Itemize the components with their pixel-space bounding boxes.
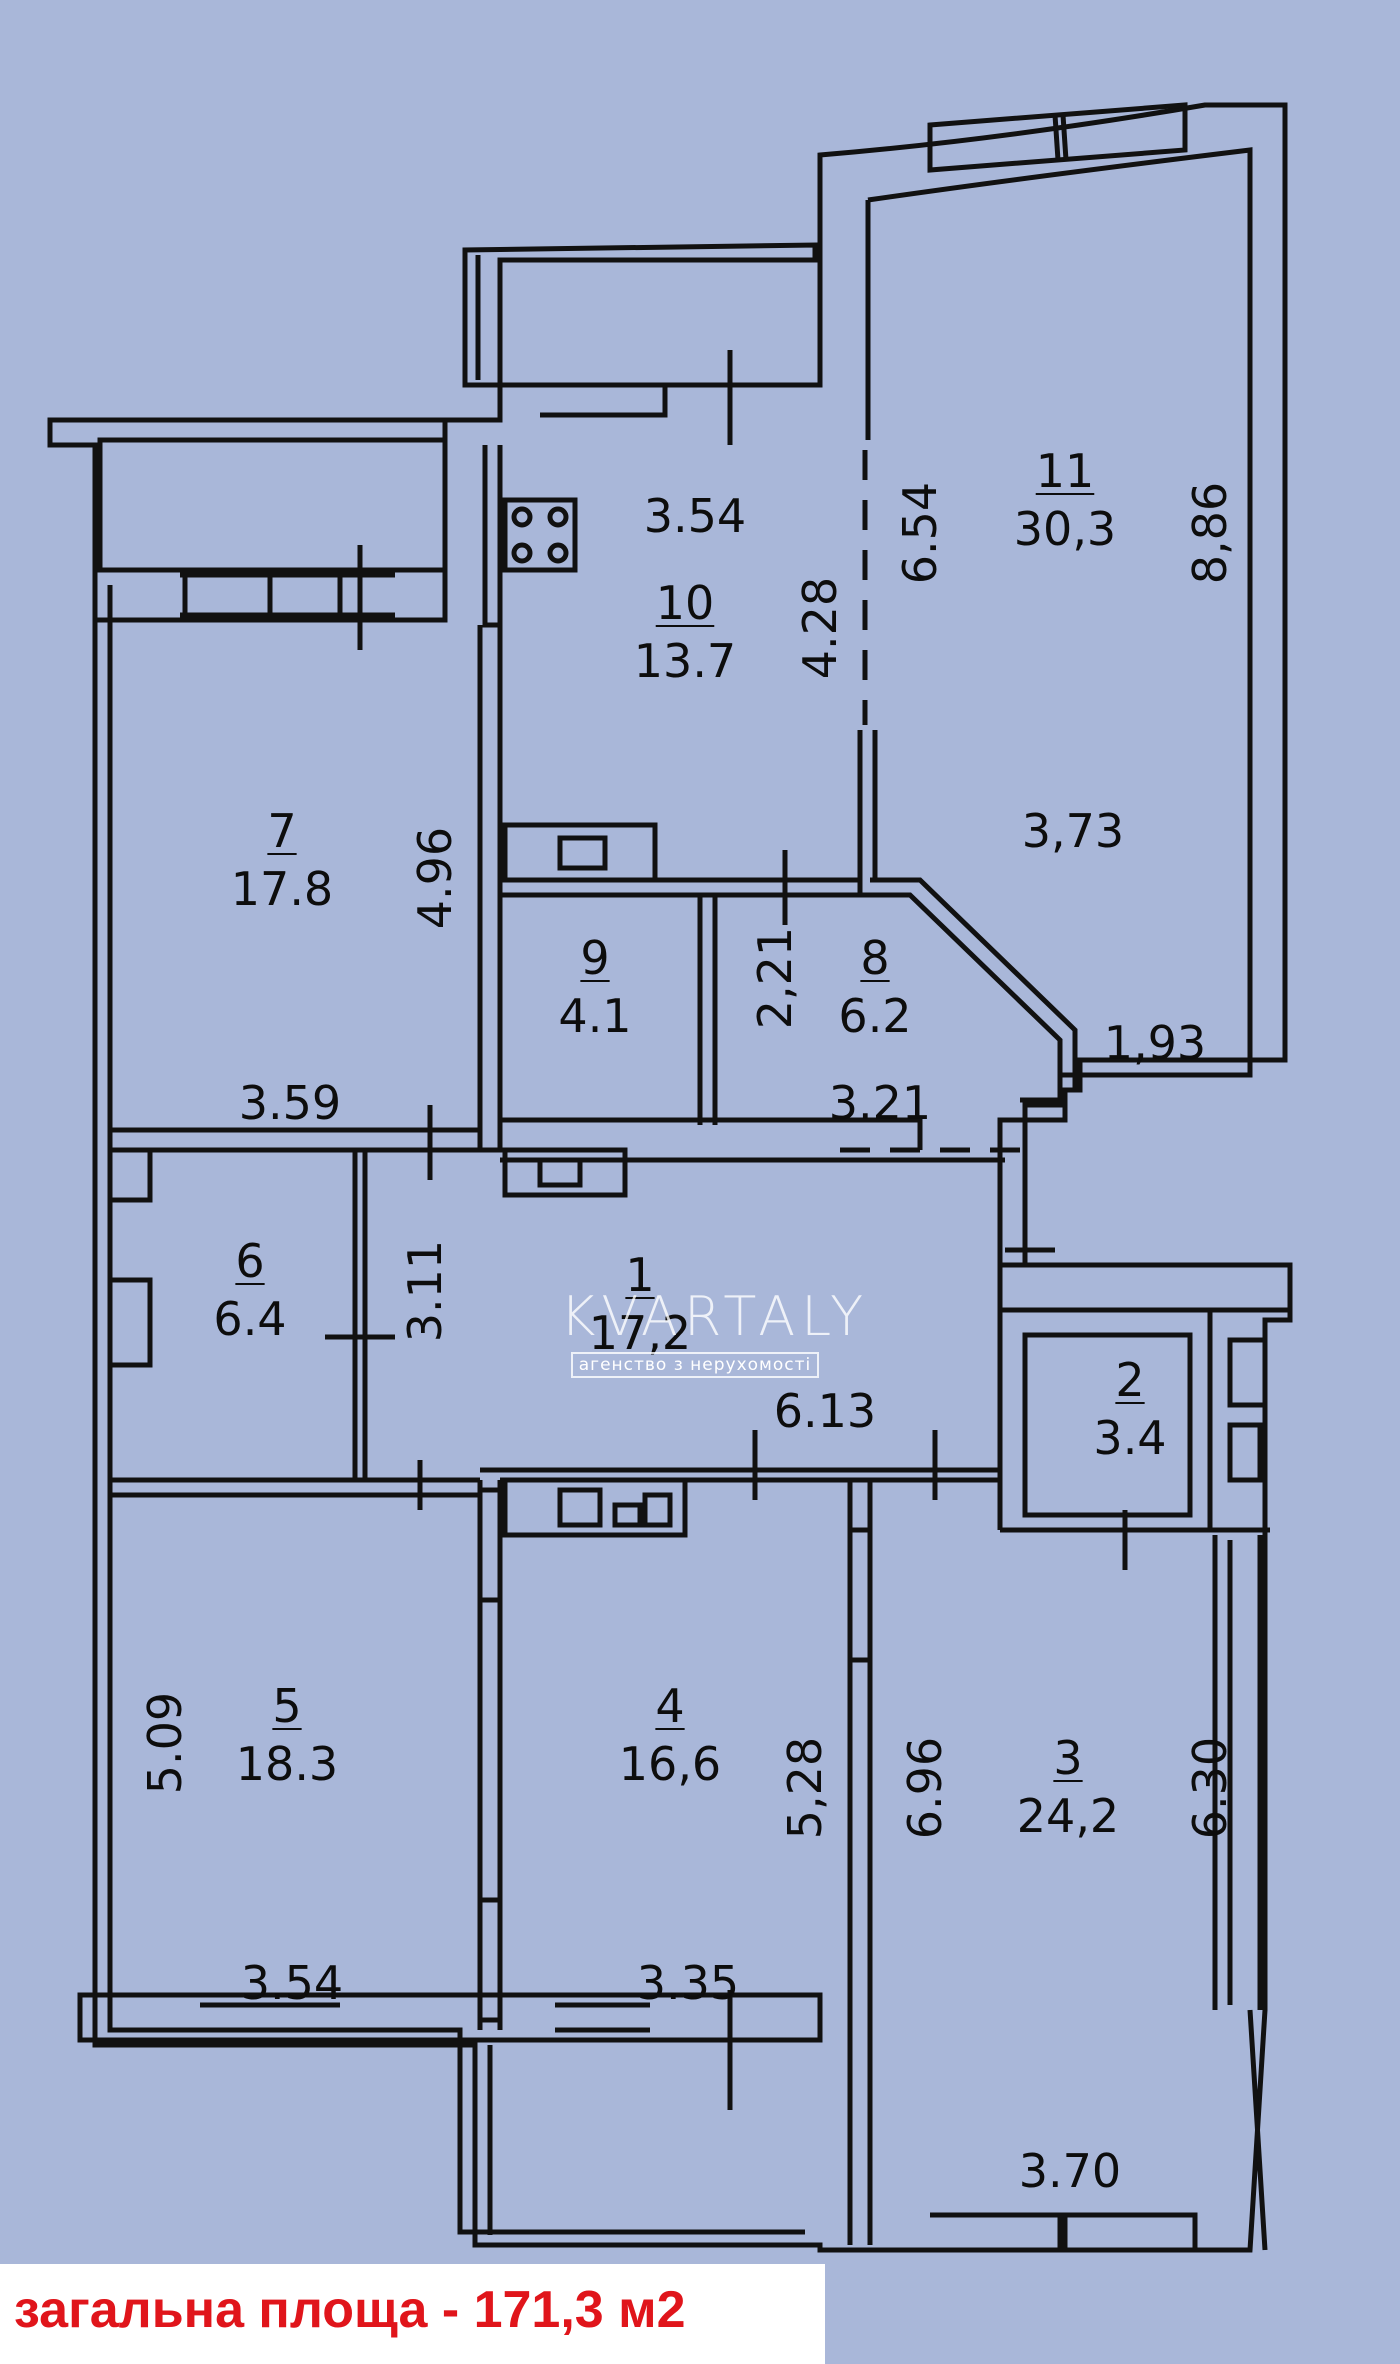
balcony-top-left xyxy=(47,417,448,573)
room-7-number: 7 xyxy=(267,804,297,858)
room-1-number: 1 xyxy=(625,1248,655,1302)
dimension-label: 6.30 xyxy=(1183,1736,1237,1840)
dimension-label: 8,86 xyxy=(1183,481,1237,585)
watermark-brand: KVARTALY xyxy=(560,1285,870,1348)
room-4-label: 4 16,6 xyxy=(605,1683,735,1787)
dimension-label: 6.96 xyxy=(898,1736,952,1840)
room-9-number: 9 xyxy=(580,931,610,985)
room-3-number: 3 xyxy=(1053,1731,1083,1785)
room-5-label: 5 18.3 xyxy=(222,1683,352,1787)
dimension-label: 4.96 xyxy=(408,826,462,930)
dimension-label: 2,21 xyxy=(748,926,802,1030)
outer-wall xyxy=(92,102,1293,2253)
room-6-label: 6 6.4 xyxy=(195,1238,305,1342)
dimension-label: 3,73 xyxy=(1021,804,1125,858)
dimension-label: 5,28 xyxy=(778,1736,832,1840)
room-6-number: 6 xyxy=(235,1234,265,1288)
room-5-area: 18.3 xyxy=(235,1737,339,1791)
room-5-number: 5 xyxy=(272,1679,302,1733)
room-11-area: 30,3 xyxy=(1013,502,1117,556)
room-9-area: 4.1 xyxy=(558,989,632,1043)
room-1-area: 17,2 xyxy=(588,1306,692,1360)
room-2-area: 3.4 xyxy=(1093,1411,1167,1465)
dimension-label: 3.21 xyxy=(828,1076,932,1130)
room-2-label: 2 3.4 xyxy=(1075,1357,1185,1461)
room-11-number: 11 xyxy=(1035,444,1095,498)
dimension-label: 6.54 xyxy=(893,481,947,585)
dimension-label: 3.54 xyxy=(240,1956,344,2010)
room-8-area: 6.2 xyxy=(838,989,912,1043)
stove-icon xyxy=(502,497,578,573)
dimension-label: 3.35 xyxy=(636,1956,740,2010)
room-8-number: 8 xyxy=(860,931,890,985)
room-3-area: 24,2 xyxy=(1016,1789,1120,1843)
total-area-text: загальна площа - 171,3 м2 xyxy=(14,2281,686,2339)
dimension-label: 3.70 xyxy=(1018,2144,1122,2198)
dimension-label: 3.59 xyxy=(238,1076,342,1130)
dimension-label: 3.11 xyxy=(398,1239,452,1343)
room-10-label: 10 13.7 xyxy=(620,580,750,684)
room-2-number: 2 xyxy=(1115,1353,1145,1407)
dimension-label: 4.28 xyxy=(793,576,847,680)
room-10-area: 13.7 xyxy=(633,634,737,688)
room-3-label: 3 24,2 xyxy=(1003,1735,1133,1839)
room-4-number: 4 xyxy=(655,1679,685,1733)
room-1-label: 1 17,2 xyxy=(585,1252,695,1356)
room-7-label: 7 17.8 xyxy=(217,808,347,912)
footer-banner: загальна площа - 171,3 м2 xyxy=(0,2264,825,2364)
wall-room7-right xyxy=(477,625,503,1153)
dimension-label: 1,93 xyxy=(1103,1016,1207,1070)
room-8-label: 8 6.2 xyxy=(820,935,930,1039)
dimension-label: 5.09 xyxy=(138,1691,192,1795)
room-10-number: 10 xyxy=(655,576,715,630)
room-7-area: 17.8 xyxy=(230,862,334,916)
watermark-tagline: агенство з нерухомості xyxy=(570,1352,820,1378)
dimension-label: 6.13 xyxy=(773,1384,877,1438)
dimension-label: 3.54 xyxy=(643,489,747,543)
watermark: KVARTALY агенство з нерухомості xyxy=(560,1285,870,1378)
room-6-area: 6.4 xyxy=(213,1292,287,1346)
room-9-label: 9 4.1 xyxy=(540,935,650,1039)
room-11-label: 11 30,3 xyxy=(1000,448,1130,552)
balcony-top-middle xyxy=(462,242,818,388)
room-4-area: 16,6 xyxy=(618,1737,722,1791)
